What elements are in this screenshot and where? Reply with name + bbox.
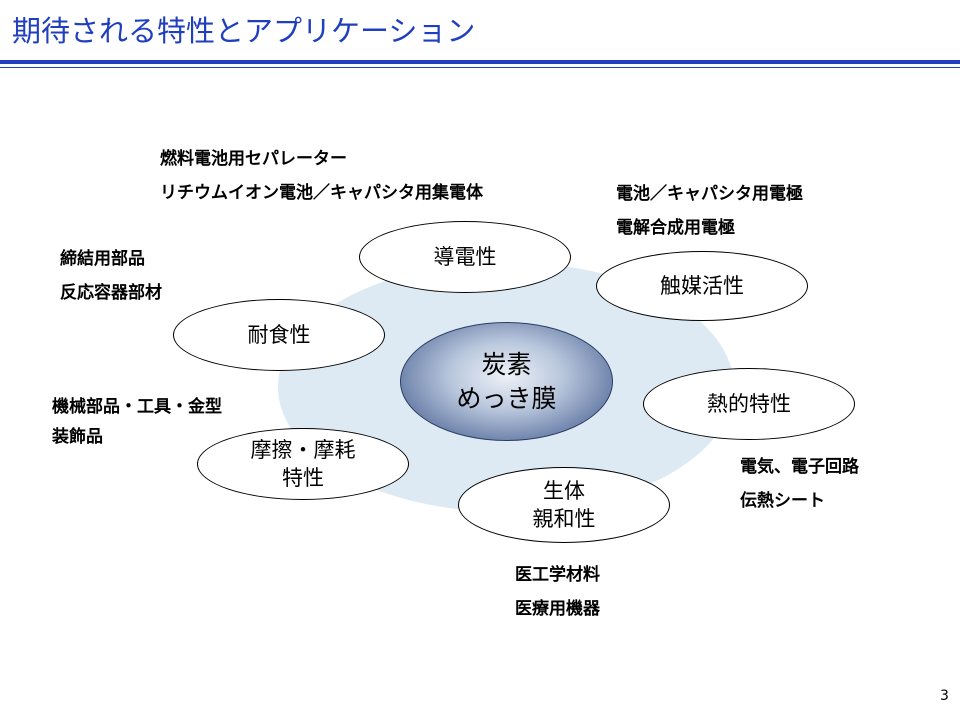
center-label-line1: 炭素 xyxy=(481,349,532,379)
node-label-line2: 親和性 xyxy=(532,507,596,531)
application-thermal: 電気、電子回路 伝熱シート xyxy=(740,450,859,518)
application-item: リチウムイオン電池／キャパシタ用集電体 xyxy=(160,183,483,203)
node-label: 触媒活性 xyxy=(660,274,744,298)
application-biocompat: 医工学材料 医療用機器 xyxy=(515,558,600,626)
application-catalytic: 電池／キャパシタ用電極 電解合成用電極 xyxy=(616,177,803,245)
application-item: 機械部品・工具・金型 xyxy=(52,397,222,417)
application-item: 電池／キャパシタ用電極 xyxy=(616,184,803,204)
node-biocompat: 生体 親和性 xyxy=(458,467,670,543)
center-node: 炭素 めっき膜 xyxy=(400,322,613,441)
application-item: 反応容器部材 xyxy=(60,283,162,303)
application-item: 燃料電池用セパレーター xyxy=(160,149,347,169)
node-label-line1: 生体 xyxy=(543,479,585,503)
application-item: 医療用機器 xyxy=(515,599,600,619)
application-item: 電気、電子回路 xyxy=(740,457,859,477)
title-rule-thin xyxy=(0,67,960,68)
node-label: 耐食性 xyxy=(247,323,311,347)
application-corrosion: 締結用部品 反応容器部材 xyxy=(60,242,162,310)
node-label-line2: 特性 xyxy=(282,466,324,490)
node-corrosion: 耐食性 xyxy=(173,299,385,371)
application-item: 伝熱シート xyxy=(740,491,825,511)
application-item: 締結用部品 xyxy=(60,249,145,269)
node-catalytic: 触媒活性 xyxy=(596,251,808,321)
title-rule-thick xyxy=(0,60,960,64)
page-number: 3 xyxy=(940,688,949,704)
application-item: 装飾品 xyxy=(52,427,103,447)
node-label: 導電性 xyxy=(433,245,497,269)
page-title: 期待される特性とアプリケーション xyxy=(12,14,476,48)
node-thermal: 熱的特性 xyxy=(643,368,855,440)
application-conductivity: 燃料電池用セパレーター リチウムイオン電池／キャパシタ用集電体 xyxy=(160,142,483,210)
center-label-line2: めっき膜 xyxy=(456,383,557,413)
node-label: 熱的特性 xyxy=(707,392,791,416)
node-conductivity: 導電性 xyxy=(359,221,571,293)
application-item: 医工学材料 xyxy=(515,565,600,585)
node-label-line1: 摩擦・摩耗 xyxy=(250,438,356,462)
node-friction: 摩擦・摩耗 特性 xyxy=(197,428,409,500)
application-item: 電解合成用電極 xyxy=(616,218,735,238)
application-friction: 機械部品・工具・金型 装飾品 xyxy=(52,392,222,452)
